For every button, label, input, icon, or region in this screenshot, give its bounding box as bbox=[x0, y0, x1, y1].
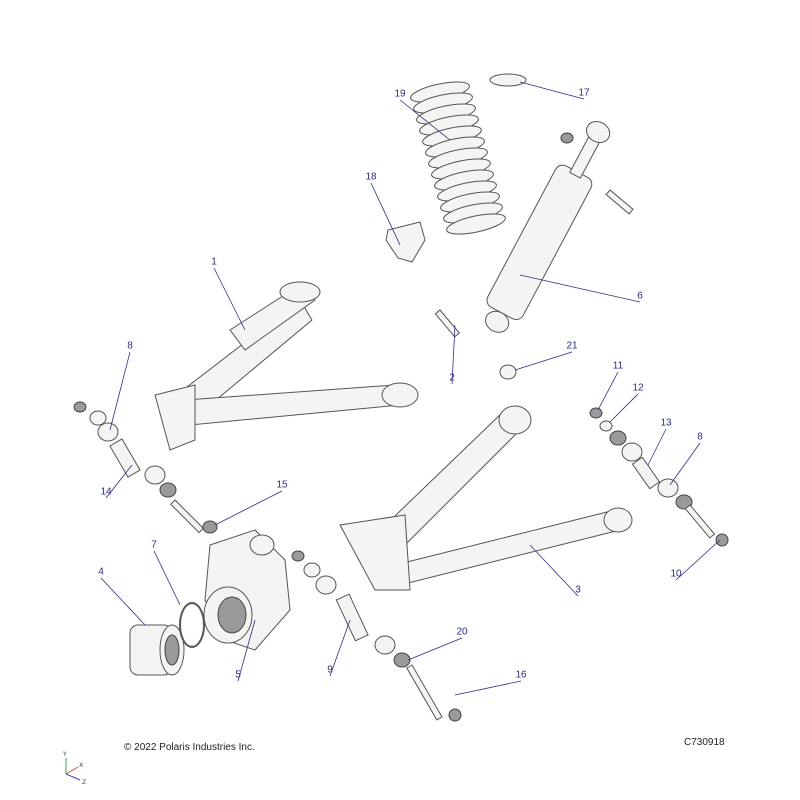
shock-absorber bbox=[485, 120, 611, 333]
axis-z-label: Z bbox=[82, 779, 86, 786]
leader-line-1 bbox=[213, 267, 246, 331]
leader-line-7 bbox=[153, 550, 181, 606]
leader-line-10 bbox=[675, 539, 721, 581]
leader-line-20 bbox=[407, 637, 463, 661]
upper-a-arm bbox=[154, 281, 419, 451]
shock-bolt bbox=[434, 309, 460, 338]
callout-9[interactable]: 9 bbox=[327, 664, 333, 676]
leader-line-5 bbox=[237, 619, 256, 682]
leader-line-18 bbox=[370, 182, 401, 246]
leader-line-6 bbox=[519, 274, 641, 303]
snap-ring bbox=[179, 602, 205, 648]
leader-line-17 bbox=[519, 81, 585, 100]
callout-20[interactable]: 20 bbox=[456, 626, 468, 638]
axis-x-label: X bbox=[79, 762, 83, 769]
drawing-number: C730918 bbox=[684, 737, 725, 748]
leader-line-14 bbox=[105, 464, 133, 499]
coil-spring bbox=[410, 81, 506, 235]
leader-line-9 bbox=[329, 619, 351, 677]
leader-line-3 bbox=[529, 544, 579, 597]
callout-2[interactable]: 2 bbox=[449, 372, 455, 384]
callout-8b[interactable]: 8 bbox=[697, 431, 703, 443]
callout-1[interactable]: 1 bbox=[211, 256, 217, 268]
spring-retainer bbox=[489, 73, 527, 87]
bushing-stack-upper-left bbox=[73, 401, 218, 534]
leader-line-12 bbox=[609, 393, 639, 423]
leader-line-15 bbox=[214, 490, 283, 526]
hub-knuckle bbox=[203, 529, 291, 651]
leader-line-16 bbox=[454, 680, 522, 696]
leader-line-4 bbox=[100, 577, 146, 626]
leader-line-13 bbox=[647, 428, 667, 466]
nut bbox=[499, 364, 517, 380]
lower-a-arm bbox=[339, 405, 633, 591]
callout-7[interactable]: 7 bbox=[151, 539, 157, 551]
shock-bolt bbox=[605, 189, 634, 215]
callout-19[interactable]: 19 bbox=[394, 88, 406, 100]
callout-12[interactable]: 12 bbox=[632, 382, 644, 394]
leader-line-8b bbox=[669, 442, 701, 486]
nut bbox=[560, 132, 574, 144]
axis-y-label: Y bbox=[62, 751, 67, 758]
leader-line-19 bbox=[399, 99, 451, 141]
copyright-notice: © 2022 Polaris Industries Inc. bbox=[124, 742, 255, 753]
bushing-stack-lower bbox=[291, 550, 462, 722]
callout-18[interactable]: 18 bbox=[365, 171, 377, 183]
leader-line-8a bbox=[109, 351, 131, 431]
callout-6[interactable]: 6 bbox=[637, 290, 643, 302]
bushing-stack-right bbox=[589, 407, 729, 547]
callout-15[interactable]: 15 bbox=[276, 479, 288, 491]
axis-triad: Y X Z bbox=[62, 751, 86, 786]
spring-coil bbox=[446, 213, 506, 235]
callout-4[interactable]: 4 bbox=[98, 566, 104, 578]
callout-8a[interactable]: 8 bbox=[127, 340, 133, 352]
leader-line-21 bbox=[514, 351, 573, 371]
callout-3[interactable]: 3 bbox=[575, 584, 581, 596]
callout-5[interactable]: 5 bbox=[235, 669, 241, 681]
callout-14[interactable]: 14 bbox=[100, 486, 112, 498]
callout-16[interactable]: 16 bbox=[515, 669, 527, 681]
callout-17[interactable]: 17 bbox=[578, 87, 590, 99]
leader-line-2 bbox=[451, 324, 456, 385]
spring-seat bbox=[385, 221, 426, 263]
callout-10[interactable]: 10 bbox=[670, 568, 682, 580]
callout-21[interactable]: 21 bbox=[566, 340, 578, 352]
leader-line-11 bbox=[597, 371, 619, 411]
callout-13[interactable]: 13 bbox=[660, 417, 672, 429]
callout-11[interactable]: 11 bbox=[612, 360, 624, 372]
wheel-bearing bbox=[129, 624, 185, 676]
